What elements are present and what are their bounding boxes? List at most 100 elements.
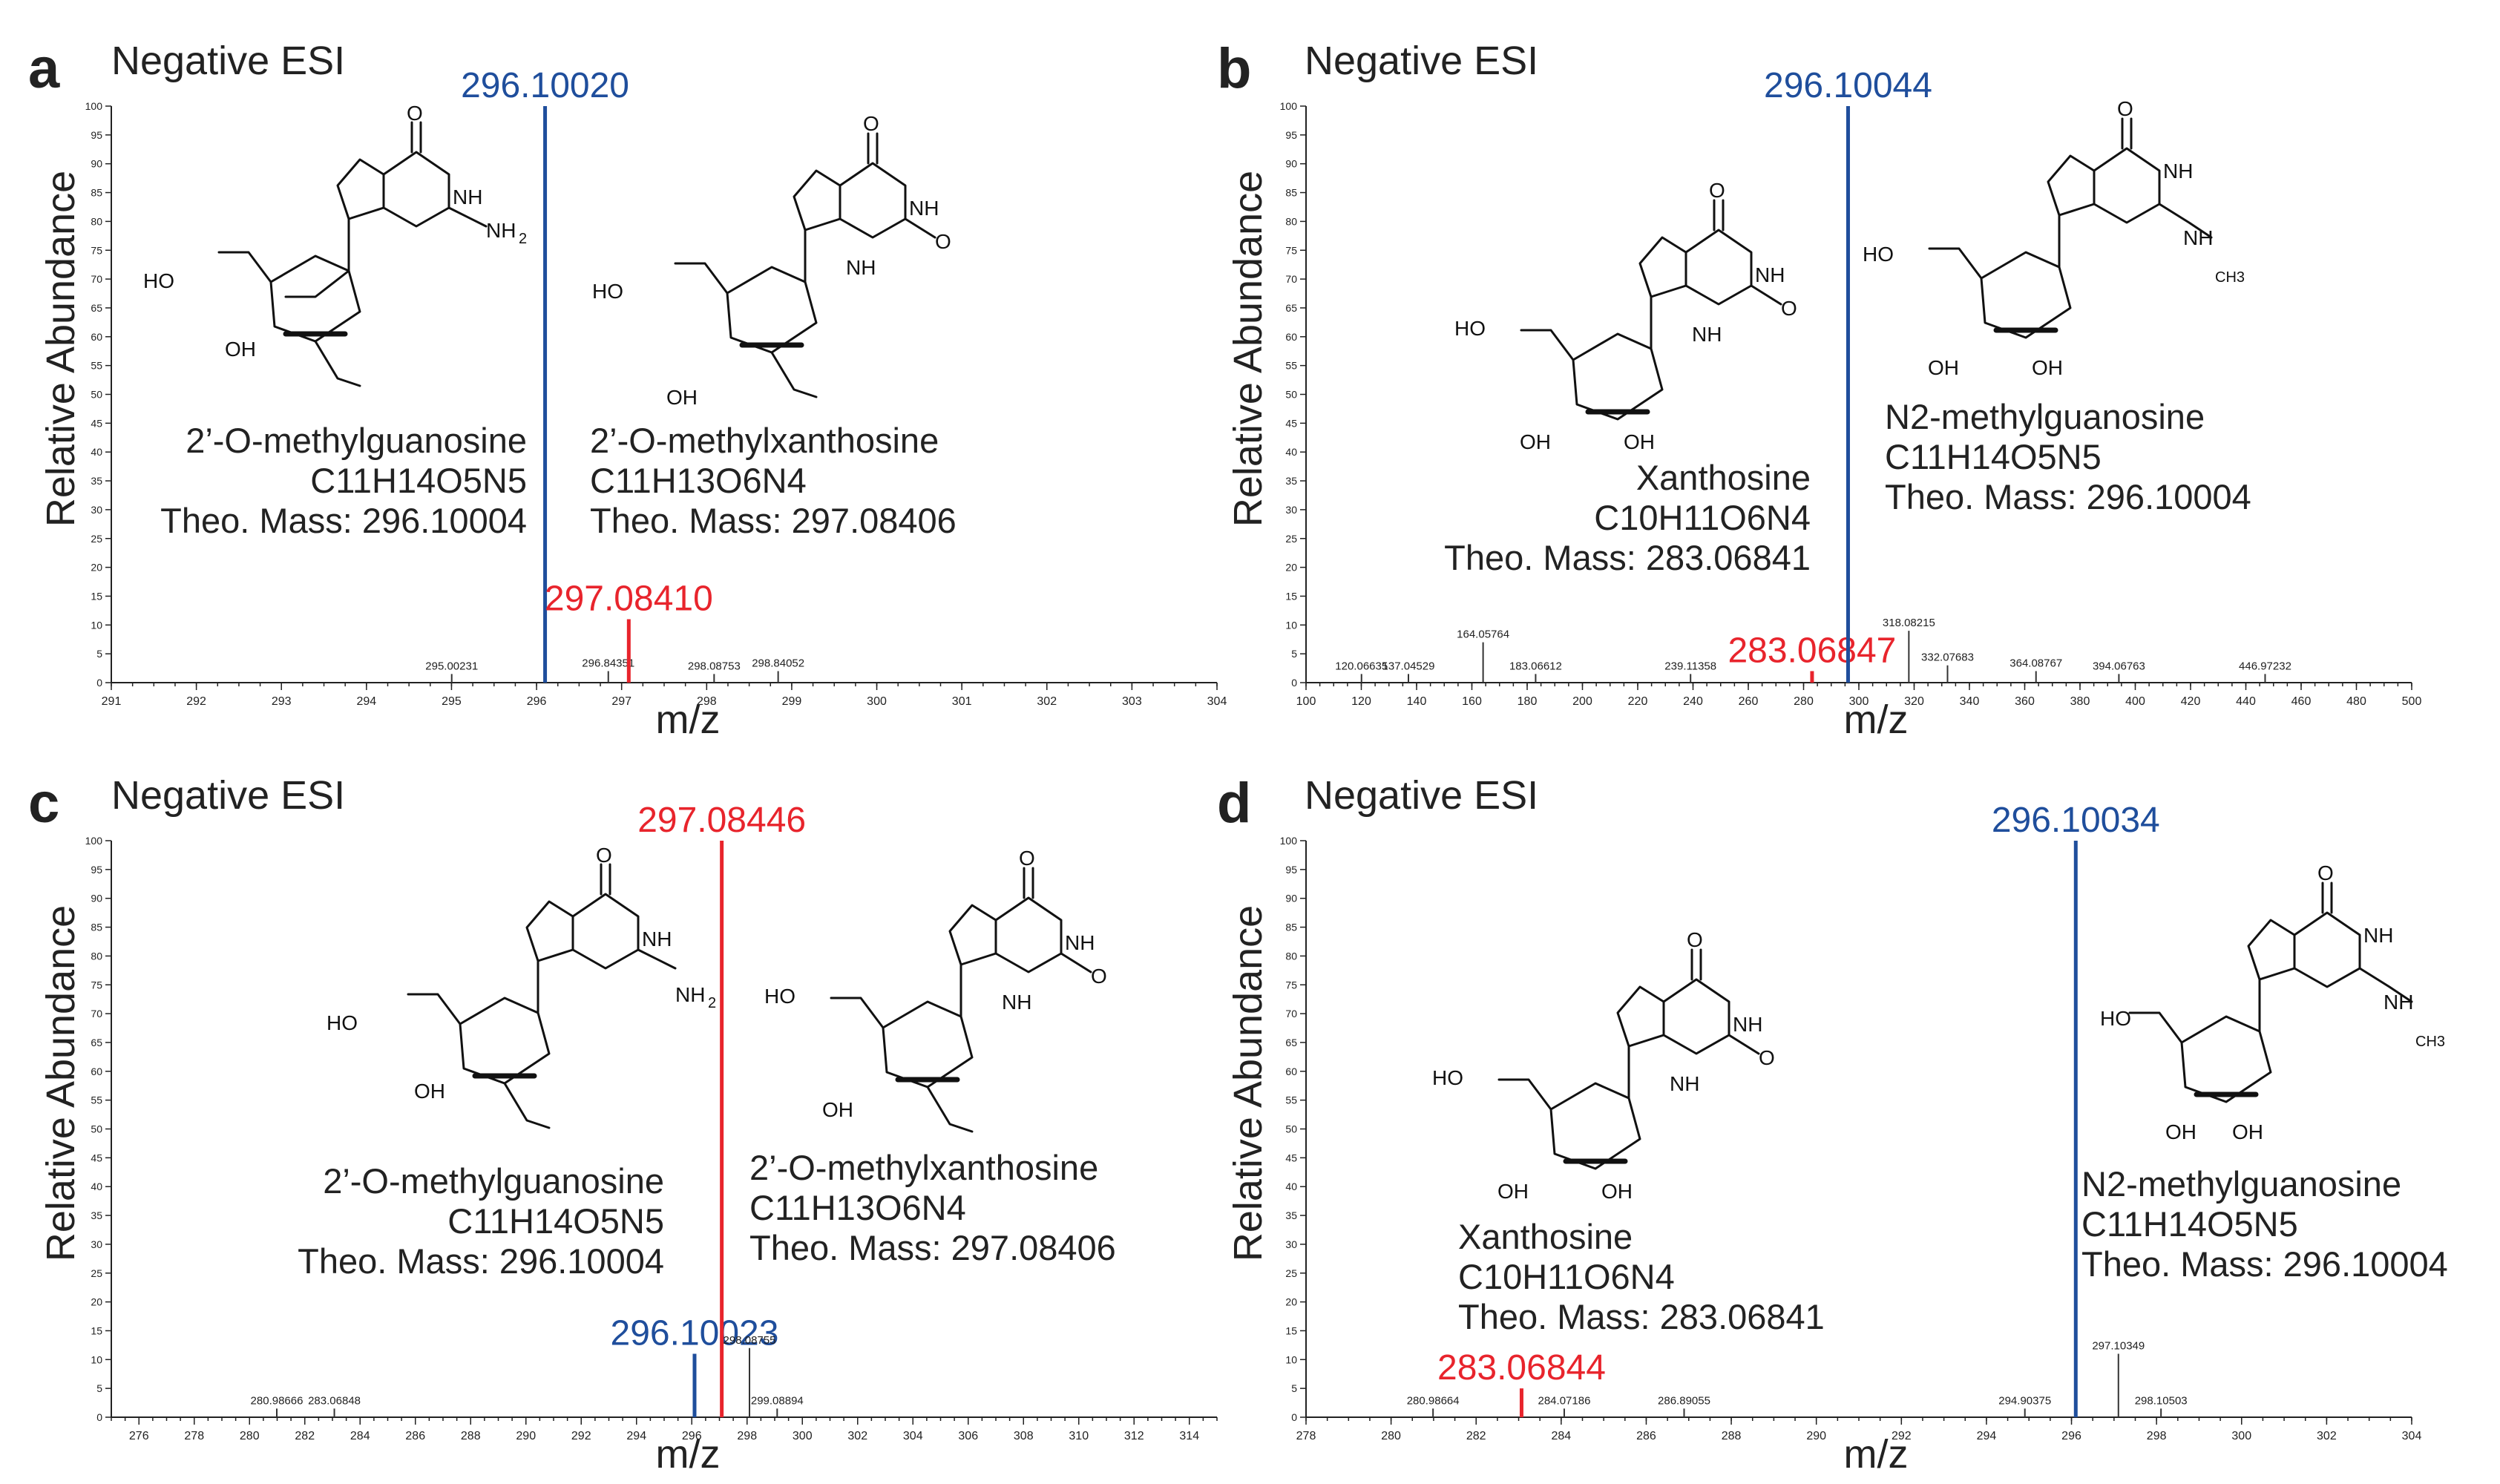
y-tick-label: 80 [91,215,102,227]
x-tick-label: 180 [1518,695,1538,708]
y-tick-label: 80 [1285,215,1297,227]
atom-nh: NH [1692,323,1722,346]
y-tick-label: 55 [91,1094,102,1106]
atom-ho: HO [1432,1066,1463,1089]
x-tick-label: 304 [903,1430,923,1442]
peak-label: 183.06612 [1509,660,1562,672]
x-tick-label: 301 [952,695,972,708]
y-tick-label: 30 [1285,504,1297,516]
x-tick-label: 288 [461,1430,481,1442]
panel-d-xlabel: m/z [1844,1432,1909,1477]
atom-o: O [2117,97,2133,120]
y-tick-label: 95 [1285,129,1297,141]
x-tick-label: 298 [2147,1430,2167,1442]
panel-letter-c: c [28,772,59,835]
y-tick-label: 25 [91,1267,102,1279]
y-tick-label: 45 [91,417,102,429]
peak-label: 295.00231 [425,660,478,672]
panel-letter-a: a [28,37,60,100]
atom-nh: NH [2183,226,2213,249]
y-tick-label: 85 [91,187,102,199]
y-tick-label: 85 [91,922,102,933]
panel-d: d Negative ESI Relative Abundance m/z 05… [1217,772,2448,1477]
compound-d1-mass: Theo. Mass: 283.06841 [1458,1297,1825,1336]
atom-oh: OH [1497,1180,1529,1203]
peak-label: 394.06763 [2093,660,2145,672]
peak-label-blue: 296.10020 [461,66,629,105]
atom-nh: NH [453,186,482,209]
x-tick-label: 290 [1806,1430,1826,1442]
y-tick-label: 35 [91,1209,102,1221]
y-tick-label: 55 [91,360,102,372]
x-tick-label: 240 [1683,695,1703,708]
compound-b2-mass: Theo. Mass: 296.10004 [1885,477,2251,516]
peak-label: 296.84351 [582,657,634,669]
y-tick-label: 90 [1285,893,1297,904]
y-tick-label: 65 [1285,1037,1297,1048]
atom-nh: NH [1002,991,1031,1014]
y-tick-label: 90 [91,158,102,170]
y-tick-label: 25 [1285,533,1297,545]
panel-c-ylabel: Relative Abundance [39,905,83,1261]
peak-label-red: 283.06847 [1728,631,1896,670]
atom-nh: NH [1733,1013,1762,1036]
y-tick-label: 30 [91,504,102,516]
panel-a-axes: 0510152025303540455055606570758085909510… [85,66,1227,708]
y-tick-label: 45 [1285,1152,1297,1163]
atom-nh2: NH [486,219,516,242]
peak-label: 298.84052 [752,657,804,669]
atom-nh: NH [846,256,876,279]
peak-label: 332.07683 [1921,651,1974,664]
y-tick-label: 50 [91,1123,102,1135]
atom-o: O [407,102,423,125]
x-tick-label: 304 [1207,695,1227,708]
y-tick-label: 15 [1285,1324,1297,1336]
y-tick-label: 55 [1285,1094,1297,1106]
x-tick-label: 288 [1722,1430,1742,1442]
y-tick-label: 65 [1285,302,1297,314]
x-tick-label: 302 [1037,695,1057,708]
panel-b-ylabel: Relative Abundance [1226,171,1270,527]
x-tick-label: 300 [2231,1430,2251,1442]
compound-b2-formula: C11H14O5N5 [1885,437,2102,476]
atom-o: O [1019,847,1035,870]
x-tick-label: 278 [184,1430,204,1442]
y-tick-label: 30 [1285,1238,1297,1250]
compound-b2-name: N2-methylguanosine [1885,397,2205,436]
x-tick-label: 286 [1636,1430,1656,1442]
peak-label: 298.08755 [724,1334,776,1347]
peak-label: 280.98664 [1407,1394,1460,1407]
x-tick-label: 298 [737,1430,757,1442]
x-tick-label: 302 [2317,1430,2337,1442]
x-tick-label: 290 [516,1430,536,1442]
x-tick-label: 440 [2236,695,2256,708]
compound-d1-formula: C10H11O6N4 [1458,1257,1675,1296]
x-tick-label: 300 [867,695,887,708]
x-tick-label: 310 [1069,1430,1089,1442]
peak-label: 446.97232 [2239,660,2291,672]
y-tick-label: 10 [1285,619,1297,631]
y-tick-label: 70 [91,273,102,285]
x-tick-label: 360 [2015,695,2035,708]
panel-letter-b: b [1217,37,1251,100]
atom-o: O [1709,179,1725,202]
x-tick-label: 278 [1296,1430,1316,1442]
y-tick-label: 85 [1285,187,1297,199]
atom-ho: HO [764,985,795,1008]
structure-2-o-methylguanosine: O NH NH 2 HO OH [327,844,716,1129]
atom-oh: OH [1624,430,1655,453]
atom-nh: NH [909,197,939,220]
y-tick-label: 50 [1285,1123,1297,1135]
peak-label: 280.98666 [251,1394,304,1407]
x-tick-label: 480 [2346,695,2366,708]
atom-nh: NH [2383,991,2413,1014]
y-tick-label: 15 [1285,590,1297,602]
atom-sub-2: 2 [519,231,527,247]
structure-xanthosine: O NH O NH HO OH OH [1454,179,1797,453]
x-tick-label: 276 [129,1430,149,1442]
y-tick-label: 25 [1285,1267,1297,1279]
x-tick-label: 220 [1628,695,1648,708]
y-tick-label: 20 [91,562,102,574]
x-tick-label: 500 [2402,695,2422,708]
